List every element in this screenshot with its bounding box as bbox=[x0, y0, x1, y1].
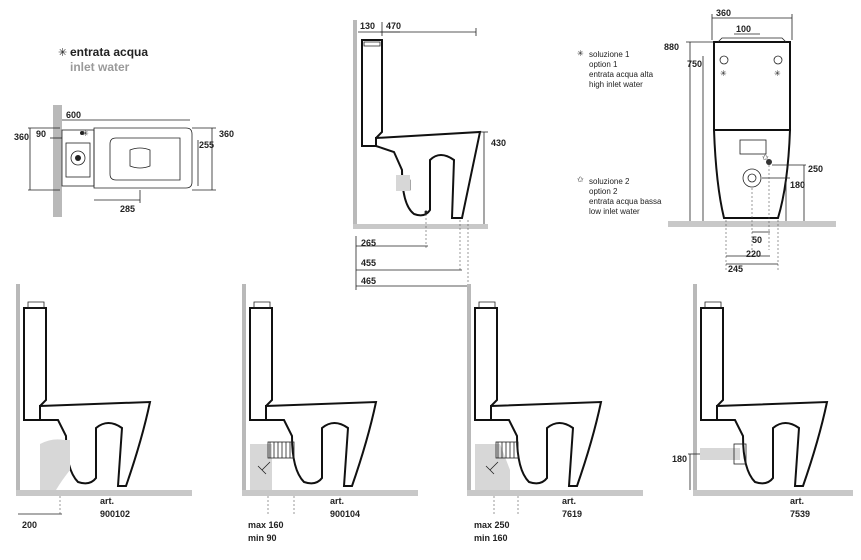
variant-900102: 200 art. 900102 bbox=[16, 284, 192, 530]
solution-1-note: ✳ soluzione 1 option 1 entrata acqua alt… bbox=[577, 49, 654, 89]
art-label-7539: art. bbox=[790, 496, 804, 506]
side-view-tank bbox=[361, 39, 383, 147]
top-view-wall bbox=[53, 105, 62, 217]
art-code-7619: 7619 bbox=[562, 509, 582, 519]
dim-max-160: max 160 bbox=[248, 520, 284, 530]
dim-880: 880 bbox=[664, 42, 679, 52]
svg-text:✳: ✳ bbox=[774, 69, 781, 78]
dim-180-front: 180 bbox=[790, 180, 805, 190]
solution1-line4: high inlet water bbox=[589, 80, 643, 89]
solution1-line3: entrata acqua alta bbox=[589, 70, 654, 79]
dim-285: 285 bbox=[120, 204, 135, 214]
dim-220: 220 bbox=[746, 249, 761, 259]
dim-600: 600 bbox=[66, 110, 81, 120]
solution1-line2: option 1 bbox=[589, 60, 618, 69]
dim-265: 265 bbox=[361, 238, 376, 248]
variant-7619: max 250 min 160 art. 7619 bbox=[467, 284, 643, 543]
solution2-line3: entrata acqua bassa bbox=[589, 197, 662, 206]
dim-245: 245 bbox=[728, 264, 743, 274]
art-label-900104: art. bbox=[330, 496, 344, 506]
art-label-7619: art. bbox=[562, 496, 576, 506]
art-code-900104: 900104 bbox=[330, 509, 360, 519]
svg-text:✩: ✩ bbox=[762, 153, 769, 162]
dim-360-left: 360 bbox=[14, 132, 29, 142]
dim-250: 250 bbox=[808, 164, 823, 174]
dim-750: 750 bbox=[687, 59, 702, 69]
star-symbol: ✳ bbox=[58, 47, 67, 59]
svg-text:✳: ✳ bbox=[82, 129, 89, 138]
svg-text:✩: ✩ bbox=[577, 175, 584, 184]
front-view: 360 100 ✳ ✳ ✩ 880 750 250 180 bbox=[664, 8, 836, 274]
top-view-bowl bbox=[93, 127, 193, 189]
solution2-line2: option 2 bbox=[589, 187, 618, 196]
dim-430: 430 bbox=[491, 138, 506, 148]
dim-100: 100 bbox=[736, 24, 751, 34]
top-view: ✳ 600 90 360 360 255 285 bbox=[14, 105, 234, 217]
dim-min-90: min 90 bbox=[248, 533, 277, 543]
side-view: 130 470 430 265 455 465 bbox=[353, 20, 506, 290]
svg-text:✳: ✳ bbox=[720, 69, 727, 78]
dim-255: 255 bbox=[199, 140, 214, 150]
dim-50: 50 bbox=[752, 235, 762, 245]
dim-180-7539: 180 bbox=[672, 454, 687, 464]
solution2-line4: low inlet water bbox=[589, 207, 640, 216]
variant-900104: max 160 min 90 art. 900104 bbox=[242, 284, 418, 543]
solution-2-note: ✩ soluzione 2 option 2 entrata acqua bas… bbox=[577, 175, 662, 216]
inlet-legend: ✳ entrata acqua inlet water bbox=[58, 45, 148, 74]
dim-200: 200 bbox=[22, 520, 37, 530]
svg-text:✳: ✳ bbox=[577, 49, 584, 58]
solution1-line1: soluzione 1 bbox=[589, 50, 630, 59]
art-code-7539: 7539 bbox=[790, 509, 810, 519]
dim-130: 130 bbox=[360, 21, 375, 31]
front-view-bowl bbox=[712, 129, 792, 219]
dim-360-front: 360 bbox=[716, 8, 731, 18]
dim-min-160: min 160 bbox=[474, 533, 508, 543]
dim-360-right: 360 bbox=[219, 129, 234, 139]
art-label-900102: art. bbox=[100, 496, 114, 506]
inlet-title: entrata acqua bbox=[70, 45, 148, 59]
dim-455: 455 bbox=[361, 258, 376, 268]
dim-470: 470 bbox=[386, 21, 401, 31]
dim-max-250: max 250 bbox=[474, 520, 510, 530]
inlet-subtitle: inlet water bbox=[70, 60, 130, 74]
art-code-900102: 900102 bbox=[100, 509, 130, 519]
solution2-line1: soluzione 2 bbox=[589, 177, 630, 186]
dim-90: 90 bbox=[36, 129, 46, 139]
front-view-tank bbox=[713, 41, 791, 131]
side-view-bowl bbox=[375, 130, 482, 219]
dim-465: 465 bbox=[361, 276, 376, 286]
variant-7539: 180 art. 7539 bbox=[672, 284, 853, 519]
